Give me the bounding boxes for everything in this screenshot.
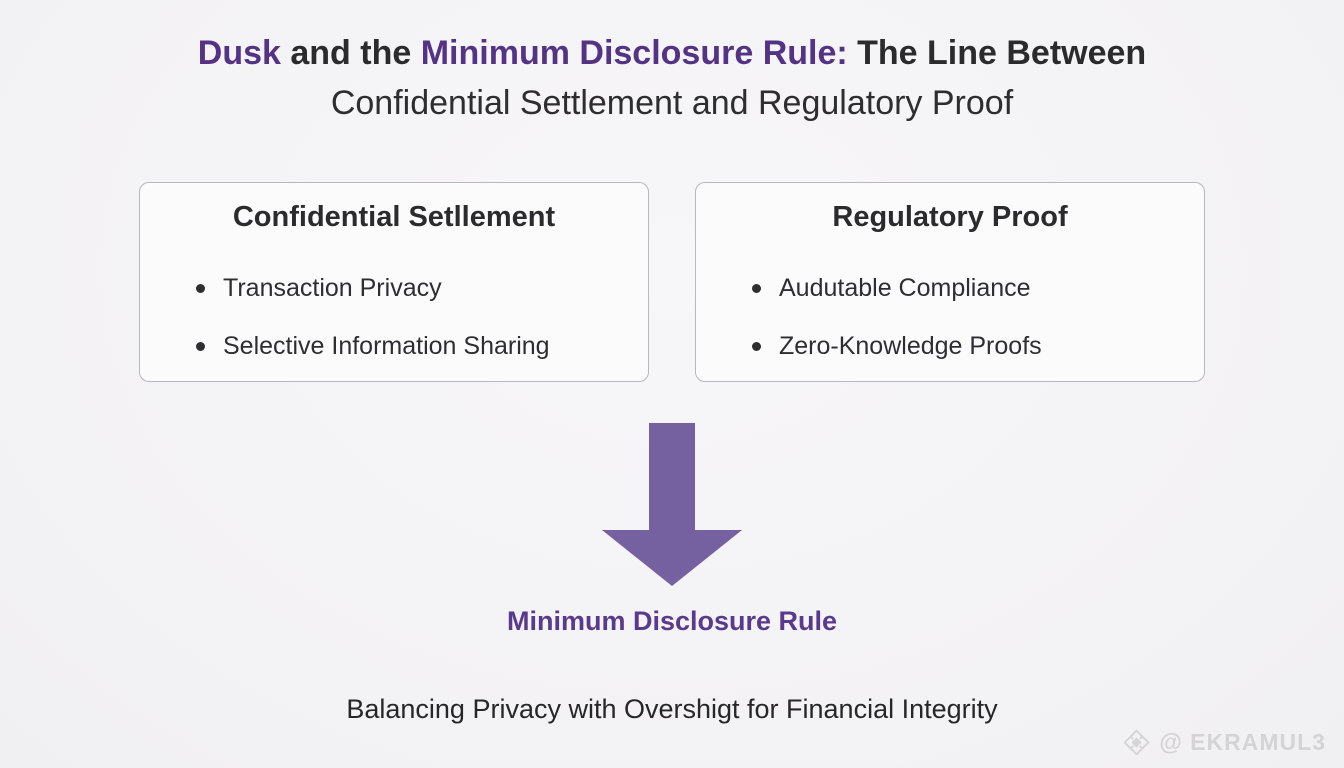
bullet-item: Transaction Privacy	[196, 273, 648, 303]
title-segment-the-line-between: The Line Between	[847, 34, 1147, 72]
down-arrow-icon	[0, 423, 1344, 586]
minimum-disclosure-rule-label: Minimum Disclosure Rule	[506, 606, 838, 636]
bullet-item: Selective Information Sharing	[196, 331, 648, 361]
arrow-shaft	[649, 423, 695, 530]
bullet-dot-icon	[752, 283, 761, 293]
card-title: Regulatory Proof	[832, 201, 1068, 233]
regulatory-proof-card: Regulatory Proof Audutable Compliance Ze…	[695, 182, 1205, 382]
bullet-dot-icon	[752, 341, 761, 351]
watermark-text: @ EKRAMUL3	[1159, 729, 1326, 755]
bullet-dot-icon	[196, 283, 205, 293]
card-bullet-list: Transaction Privacy Selective Informatio…	[140, 273, 648, 361]
title-segment-minimum-disclosure-rule: Minimum Disclosure Rule:	[420, 34, 848, 72]
cards-row: Confidential Setllement Transaction Priv…	[0, 182, 1344, 382]
diamond-logo-icon	[1123, 729, 1150, 756]
title-line-1: Dusk and the Minimum Disclosure Rule: Th…	[0, 28, 1344, 78]
bullet-label: Zero-Knowledge Proofs	[779, 332, 1042, 360]
bullet-label: Transaction Privacy	[223, 274, 442, 302]
slide-title: Dusk and the Minimum Disclosure Rule: Th…	[0, 28, 1344, 128]
arrow-head	[602, 530, 742, 586]
watermark: @ EKRAMUL3	[1123, 729, 1326, 756]
title-segment-dusk: Dusk	[197, 34, 281, 72]
card-bullet-list: Audutable Compliance Zero-Knowledge Proo…	[696, 273, 1204, 361]
bullet-label: Selective Information Sharing	[223, 332, 550, 360]
bullet-label: Audutable Compliance	[779, 274, 1031, 302]
bullet-item: Zero-Knowledge Proofs	[752, 331, 1204, 361]
title-line-2: Confidential Settlement and Regulatory P…	[330, 84, 1014, 122]
footer-tagline: Balancing Privacy with Overshigt for Fin…	[346, 694, 998, 724]
bullet-item: Audutable Compliance	[752, 273, 1204, 303]
bullet-dot-icon	[196, 341, 205, 351]
confidential-settlement-card: Confidential Setllement Transaction Priv…	[139, 182, 649, 382]
title-segment-and-the: and the	[280, 34, 421, 72]
card-title: Confidential Setllement	[232, 201, 556, 233]
